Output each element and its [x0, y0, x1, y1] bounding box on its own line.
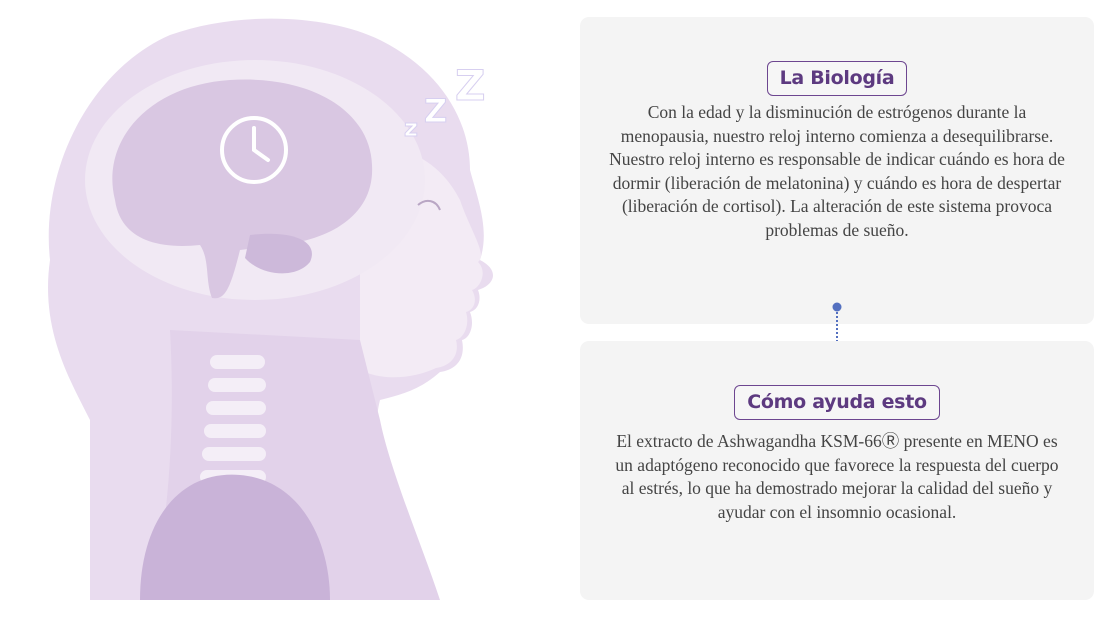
sleep-z-large: Z: [455, 61, 485, 110]
biology-title: La Biología: [766, 61, 908, 96]
head-sleep-illustration: z Z Z: [48, 18, 493, 601]
eye: [417, 199, 441, 211]
sleep-z-small: z: [404, 114, 418, 142]
biology-text: Con la edad y la disminución de estrógen…: [609, 102, 1065, 240]
brain: [112, 79, 373, 299]
how-it-helps-title: Cómo ayuda esto: [734, 385, 940, 420]
how-it-helps-text: El extracto de Ashwagandha KSM-66Ⓡ prese…: [615, 431, 1059, 522]
clock-icon: [220, 116, 288, 184]
spine-icon: [200, 355, 266, 484]
how-it-helps-card: Cómo ayuda esto El extracto de Ashwagand…: [580, 341, 1094, 600]
shoulder: [140, 474, 330, 600]
biology-card: La Biología Con la edad y la disminución…: [580, 17, 1094, 324]
cerebellum: [245, 233, 312, 274]
sleep-z-medium: Z: [424, 92, 447, 130]
